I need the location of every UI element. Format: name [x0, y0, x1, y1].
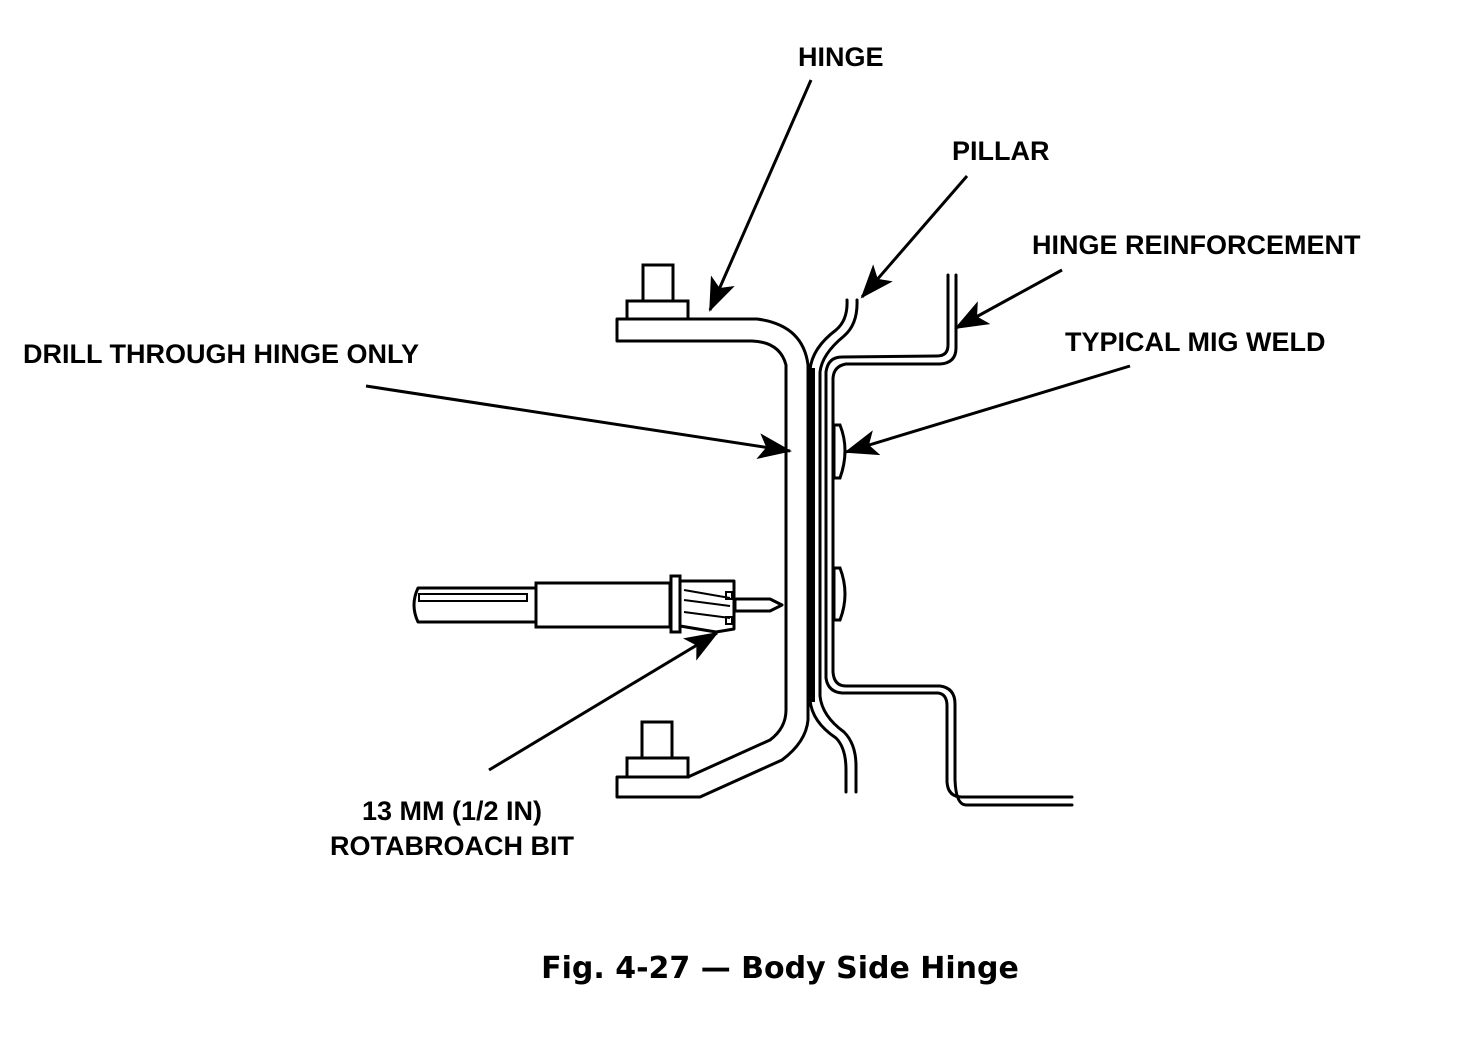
label-hinge-reinforcement: HINGE REINFORCEMENT — [1032, 230, 1361, 260]
upper-bolt-head — [641, 263, 675, 304]
cutter-tooth — [725, 616, 733, 625]
drill-through-leader-arrow — [365, 384, 792, 460]
mig-welds — [832, 423, 847, 622]
label-pillar: PILLAR — [952, 136, 1050, 166]
hinge-part — [615, 263, 810, 799]
bit-shank — [412, 586, 538, 624]
label-bit-size: 13 MM (1/2 IN) — [362, 796, 542, 826]
reinforcement-inner — [831, 273, 1074, 807]
mig-weld-lower — [832, 566, 847, 622]
mig-weld-upper — [832, 423, 847, 480]
label-hinge: HINGE — [798, 42, 884, 72]
figure-caption: Fig. 4-27 — Body Side Hinge — [541, 951, 1019, 986]
reinforcement-outer — [824, 273, 1074, 799]
bit-body — [534, 581, 672, 629]
cutter-flute — [683, 599, 731, 607]
hinge-reinforcement-part — [824, 273, 1074, 807]
cutter-flute — [683, 589, 731, 599]
shank-flat — [418, 593, 528, 602]
pillar-inner-edge — [818, 298, 859, 794]
leaders — [365, 79, 1131, 772]
hinge-outline — [615, 317, 810, 799]
mig-weld-leader-arrow — [844, 364, 1131, 456]
hinge-leader-arrow — [708, 79, 813, 312]
pilot-pin — [733, 597, 784, 613]
cutter-flute — [683, 611, 731, 619]
label-rotabroach-bit: ROTABROACH BIT — [330, 831, 574, 861]
bit-leader-arrow — [488, 631, 719, 772]
reinforcement-leader-arrow — [954, 268, 1063, 330]
pillar-leader-arrow — [860, 175, 969, 299]
label-typical-mig-weld: TYPICAL MIG WELD — [1065, 327, 1326, 357]
upper-bolt-washer — [625, 299, 690, 321]
cutter-tooth — [725, 591, 733, 600]
pillar-part — [808, 298, 859, 794]
label-drill-through-hinge-only: DRILL THROUGH HINGE ONLY — [23, 339, 419, 369]
lower-bolt-washer — [625, 756, 690, 779]
rotabroach-bit — [412, 574, 784, 634]
lower-bolt-head — [640, 720, 674, 761]
bit-cutter — [678, 579, 736, 634]
